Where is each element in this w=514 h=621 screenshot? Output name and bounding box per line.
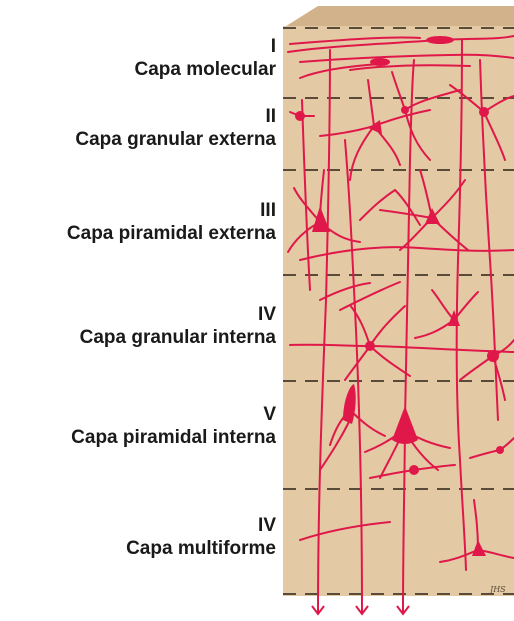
layer-numeral: II [0, 106, 276, 128]
neuron-body [401, 106, 409, 114]
axon-arrows [312, 606, 409, 614]
neuron-body [370, 58, 390, 66]
cortex-top-face [283, 6, 514, 28]
layer-label-3: III Capa piramidal externa [0, 200, 276, 246]
layer-label-6: IV Capa multiforme [0, 515, 276, 561]
layer-label-5: V Capa piramidal interna [0, 404, 276, 450]
artist-signature: JHS [488, 585, 506, 594]
layer-name: Capa piramidal interna [0, 426, 276, 450]
layer-name: Capa granular interna [0, 326, 276, 350]
layer-numeral: IV [0, 515, 276, 537]
layer-numeral: III [0, 200, 276, 222]
layer-name: Capa molecular [0, 58, 276, 82]
neuron-body [365, 341, 375, 351]
layer-label-4: IV Capa granular interna [0, 304, 276, 350]
neuron-body [496, 446, 504, 454]
neuron-body [487, 350, 499, 362]
layer-labels: I Capa molecular II Capa granular extern… [0, 0, 276, 621]
layer-name: Capa multiforme [0, 537, 276, 561]
layer-name: Capa piramidal externa [0, 222, 276, 246]
neuron-body [479, 107, 489, 117]
neuron-body [409, 465, 419, 475]
neuron-body [295, 111, 305, 121]
neuron-body [426, 36, 454, 44]
layer-name: Capa granular externa [0, 128, 276, 152]
layer-numeral: I [0, 36, 276, 58]
layer-label-2: II Capa granular externa [0, 106, 276, 152]
layer-numeral: IV [0, 304, 276, 326]
layer-numeral: V [0, 404, 276, 426]
layer-label-1: I Capa molecular [0, 36, 276, 82]
